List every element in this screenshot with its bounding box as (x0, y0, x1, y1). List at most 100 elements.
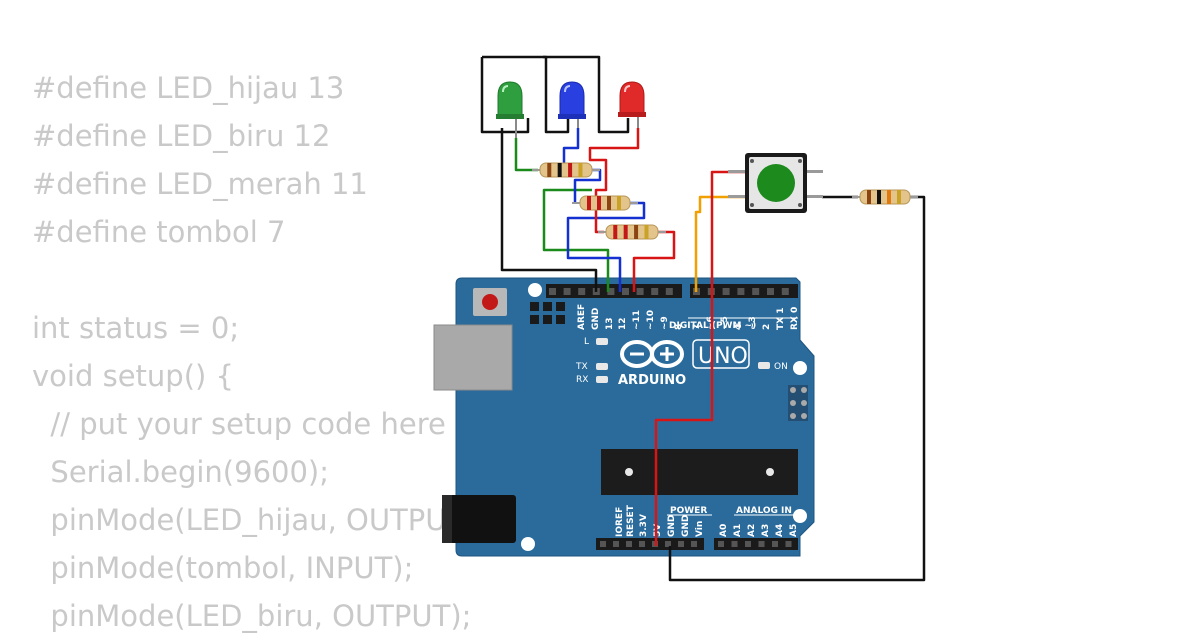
led-green (496, 81, 524, 119)
wire-gnd-led-loop (480, 57, 530, 134)
header-pin-hole (607, 288, 615, 295)
wire-red-led (588, 128, 640, 234)
header-pin-hole (600, 541, 606, 547)
code-line: pinMode(tombol, INPUT); (32, 551, 414, 585)
led-blue (558, 81, 586, 119)
digital-pin-label: ~11 (632, 310, 642, 330)
code-line: void setup() { (32, 359, 234, 393)
arduino-brand-text: ARDUINO (618, 373, 686, 388)
code-line: #define LED_hijau 13 (32, 71, 345, 105)
wire-gnd-led-top (482, 55, 570, 134)
tx-label: TX (575, 362, 588, 372)
code-line: #define LED_biru 12 (32, 119, 331, 153)
icsp-header-right (788, 385, 808, 421)
resistor-2 (572, 195, 638, 211)
wires (480, 55, 926, 582)
code-line: Serial.begin(9600); (32, 455, 330, 489)
power-pin-label: 3.3V (639, 514, 649, 537)
arduino-infinity-logo (620, 340, 684, 368)
wire-green-pin13 (542, 188, 610, 292)
wire-red-5v (654, 170, 745, 546)
analog-pin-label: A3 (761, 524, 771, 537)
header-pin-hole (563, 288, 571, 295)
code-line: // put your setup code here (32, 407, 446, 441)
header-pin-hole (626, 541, 632, 547)
code-line: pinMode(LED_biru, OUTPUT); (32, 599, 472, 633)
digital-pin-label: ~3 (748, 316, 758, 330)
uno-model-text: UNO (698, 344, 748, 369)
power-pin-label: IOREF (615, 507, 625, 537)
header-pin-hole (665, 288, 673, 295)
digital-pin-label: 12 (618, 317, 628, 330)
analog-pin-label: A4 (775, 524, 785, 537)
resistor-button (852, 189, 918, 205)
header-pin-hole (722, 288, 730, 295)
analog-pin-label: A1 (733, 524, 743, 537)
wire-blue-pin12 (566, 201, 646, 292)
uno-badge (692, 339, 750, 369)
digital-pin-label: ~5 (720, 316, 730, 330)
power-pin-label: GND (667, 515, 677, 537)
header-pin-hole (752, 288, 760, 295)
header-pin-hole (651, 288, 659, 295)
code-line: #define tombol 7 (32, 215, 286, 249)
digital-pin-label: GND (591, 308, 601, 330)
header-pin-hole (781, 288, 789, 295)
code-line: #define LED_merah 11 (32, 167, 368, 201)
header-pin-hole (737, 288, 745, 295)
header-pin-hole (772, 541, 778, 547)
analog-pin-label: A0 (719, 524, 729, 537)
code-line: int status = 0; (32, 311, 240, 345)
digital-pin-label: TX 1 (776, 308, 786, 330)
header-pin-hole (622, 288, 629, 295)
wire-orange-pin7 (694, 195, 745, 292)
digital-pin-label: ~9 (660, 316, 670, 330)
resistor-1 (532, 162, 600, 178)
code-editor-text: #define LED_hijau 13 #define LED_biru 12 #… (32, 64, 485, 640)
analog-header (714, 538, 798, 550)
digital-pin-label: ~10 (646, 310, 656, 330)
header-pin-hole (718, 541, 724, 547)
header-pin-hole (613, 541, 619, 547)
power-pin-label: 5V (653, 524, 663, 537)
dc-power-jack (442, 495, 516, 543)
power-pin-label: GND (681, 515, 691, 537)
header-pin-hole (636, 288, 644, 295)
header-pin-hole (731, 541, 738, 547)
wire-gnd-led-top2 (543, 55, 630, 134)
header-pin-hole (767, 288, 774, 295)
digital-pin-label: AREF (577, 304, 587, 330)
rx-label: RX (576, 375, 588, 385)
digital-pin-label: 2 (762, 324, 772, 330)
header-pin-hole (745, 541, 751, 547)
header-pin-hole (758, 541, 765, 547)
resistor-3 (598, 224, 666, 240)
push-button[interactable] (728, 153, 823, 213)
digital-pin-label: 7 (692, 324, 702, 330)
digital-pin-label: 13 (605, 317, 615, 330)
digital-pin-label: 4 (734, 324, 744, 330)
atmega-chip (601, 449, 798, 495)
icsp-header-top (530, 302, 565, 324)
header-pin-hole (678, 541, 684, 547)
wire-gnd-resistor (668, 195, 926, 582)
on-label: ON (774, 362, 788, 372)
power-header (596, 538, 704, 550)
led-l-label: L (584, 337, 589, 347)
analog-pin-label: A2 (747, 524, 757, 537)
led-red (618, 81, 646, 117)
header-pin-hole (785, 541, 792, 547)
power-pin-label: RESET (626, 504, 636, 537)
header-pin-hole (578, 288, 586, 295)
analog-pin-label: A5 (789, 524, 799, 537)
power-header-label: POWER (670, 506, 707, 516)
analog-header-label: ANALOG IN (736, 506, 792, 516)
header-pin-hole (665, 541, 671, 547)
power-pin-label: Vin (695, 521, 705, 537)
header-pin-hole (549, 288, 556, 295)
header-pin-hole (691, 541, 697, 547)
wire-red-pin11 (632, 230, 676, 292)
usb-port (433, 324, 513, 391)
